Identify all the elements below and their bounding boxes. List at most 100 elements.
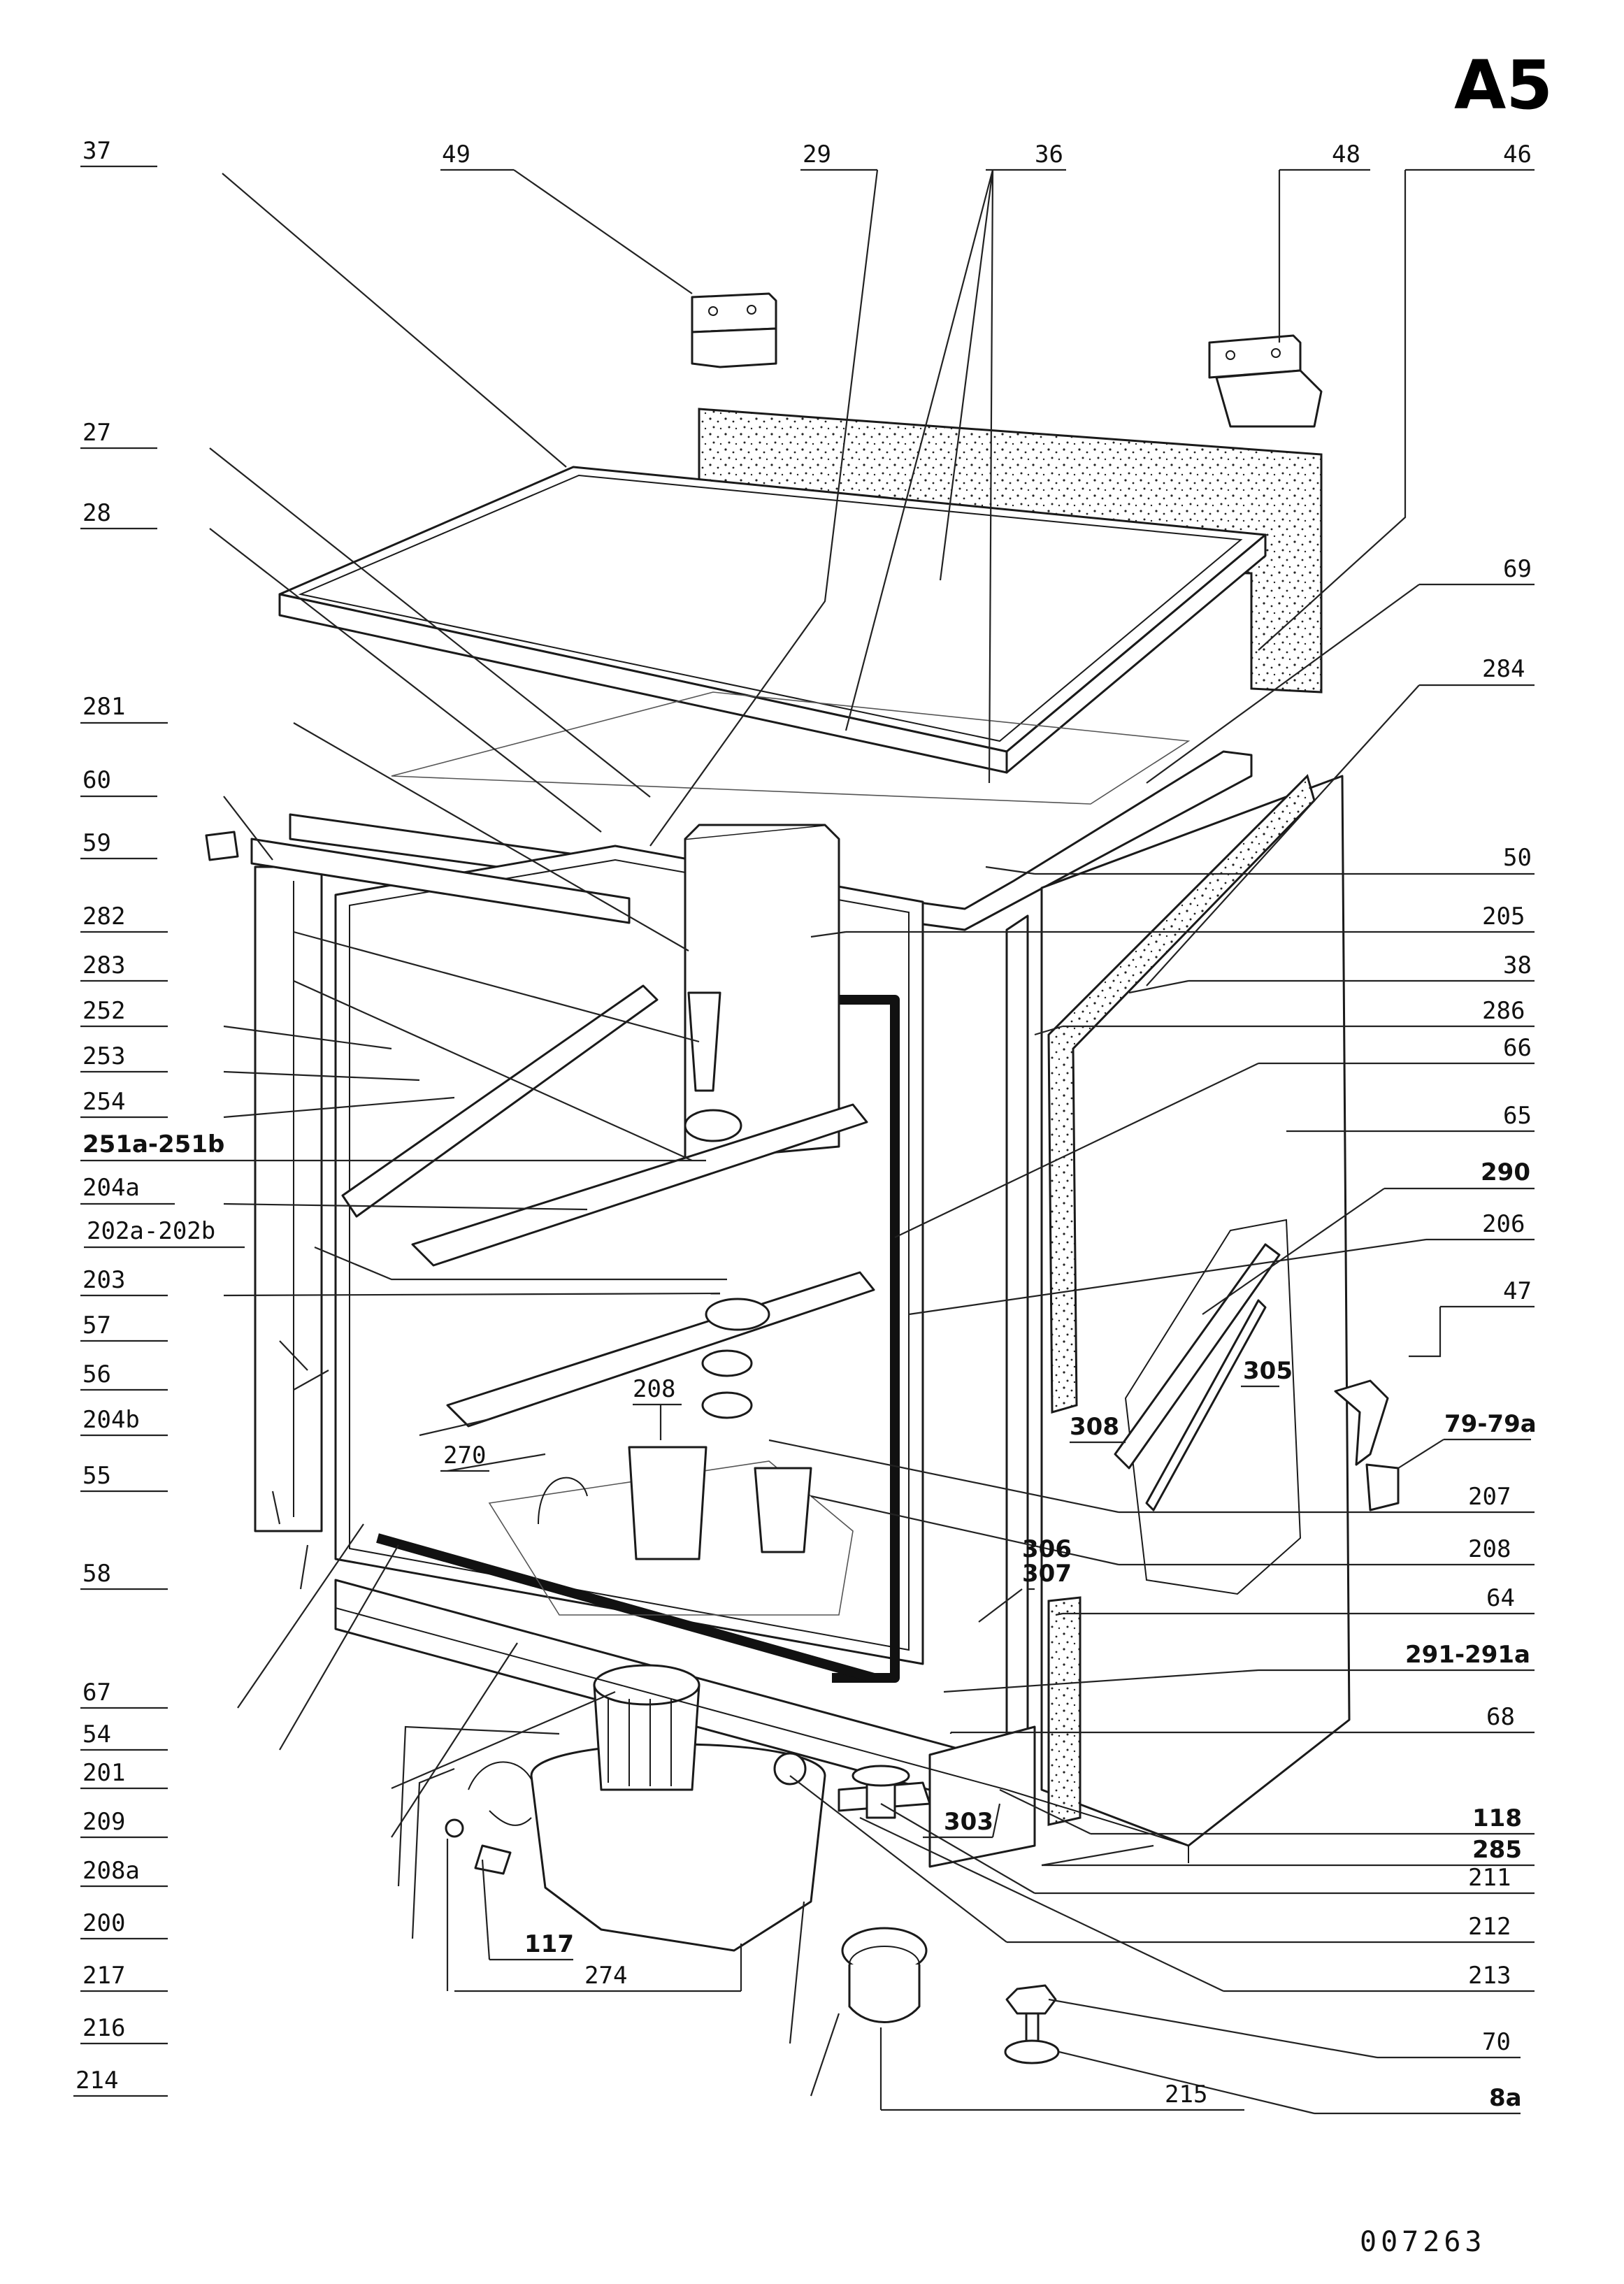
hinge-bracket-48 [1208,334,1323,428]
callout-215: 215 [1165,2081,1207,2109]
leader-line [209,447,651,798]
leader-line [1041,1844,1154,1867]
leader-line [271,1491,281,1525]
leader-line [279,1340,308,1371]
callout-118: 118 [1472,1804,1522,1832]
callout-204b: 204b [82,1406,140,1434]
callout-55: 55 [82,1462,111,1490]
callout-290: 290 [1481,1158,1530,1186]
callout-207: 207 [1468,1483,1511,1511]
leader-line [810,2013,840,2097]
cutaway-rail [1114,1219,1302,1595]
callout-70: 70 [1482,2028,1511,2056]
callout-216: 216 [82,2014,125,2042]
callout-28: 28 [82,499,111,527]
callout-308: 308 [1070,1413,1119,1441]
sheet-id: A5 [1454,46,1553,124]
callout-201: 201 [82,1759,125,1787]
callout-208-upper: 208 [633,1375,675,1403]
leader-line [299,1544,309,1590]
callout-67: 67 [82,1679,111,1707]
leader-line [293,931,700,1043]
callout-65: 65 [1503,1102,1532,1130]
document-number: 007263 [1360,2226,1486,2258]
leader-line [999,1789,1091,1834]
pump-parts [773,1725,1036,1868]
leader-line [391,1690,616,1790]
leader-line [880,1803,1035,1894]
leader-line [293,979,693,1162]
leader-line [789,1775,1007,1943]
part-drawings [205,292,1400,2064]
callout-8a: 8a [1489,2084,1522,2112]
callout-305: 305 [1243,1357,1293,1385]
leader-line [223,1025,392,1050]
callout-202: 202a-202b [87,1217,215,1245]
leader-line [223,1292,721,1297]
callout-37: 37 [82,137,111,165]
callout-254: 254 [82,1088,125,1116]
callout-49: 49 [442,141,470,168]
callout-285: 285 [1472,1836,1522,1864]
leader-line [279,1544,399,1751]
callout-117: 117 [524,1930,574,1958]
callout-27: 27 [82,419,111,447]
callout-68: 68 [1486,1703,1515,1731]
callout-59: 59 [82,829,111,857]
callout-217: 217 [82,1962,125,1990]
callout-291: 291-291a [1405,1641,1530,1669]
leader-line [293,1370,329,1391]
leader-line [859,1817,1224,1992]
callout-270: 270 [443,1442,486,1470]
callout-29: 29 [803,141,831,168]
callout-212: 212 [1468,1913,1511,1941]
leader-line [943,1669,1259,1693]
leader-line [419,1418,490,1437]
leader-line [397,1725,560,1887]
callout-54: 54 [82,1721,111,1748]
callout-57: 57 [82,1312,111,1339]
insulation-strip [1047,1596,1082,1826]
tub-bottom [488,1446,854,1616]
callout-283: 283 [82,951,125,979]
callout-253: 253 [82,1042,125,1070]
leader-line [209,528,602,833]
leader-line [810,931,847,938]
upper-spray-arm [411,824,868,1267]
leader-line [447,1453,546,1472]
callout-307: 307 [1022,1560,1072,1588]
callout-46: 46 [1503,141,1532,168]
leader-line [481,1859,491,1960]
callout-47: 47 [1503,1277,1532,1305]
callout-303: 303 [944,1808,993,1836]
callout-282: 282 [82,903,125,931]
leader-line [223,1096,455,1119]
leader-line [411,1767,455,1939]
callout-69: 69 [1503,555,1532,583]
callout-208-lower: 208 [1468,1535,1511,1563]
callout-leaders [73,165,1535,2115]
callout-66: 66 [1503,1034,1532,1062]
callout-214: 214 [76,2067,118,2095]
rack-rail [341,984,659,1218]
callout-213: 213 [1468,1962,1511,1990]
leader-line [391,1642,518,1838]
leader-line [1146,684,1420,986]
worktop [278,466,1267,774]
leader-line [1034,1025,1063,1036]
leader-line [293,722,689,951]
bottom-seal [376,1533,875,1683]
callout-204a: 204a [82,1174,140,1202]
leader-line [908,1238,1427,1316]
leader-line [894,1063,1259,1238]
leader-line [991,1803,1001,1838]
callout-36: 36 [1035,141,1063,168]
lower-spray-arm [446,1271,875,1428]
callout-286: 286 [1482,997,1525,1025]
leader-line [810,1495,1119,1566]
callout-60: 60 [82,766,111,794]
callout-205: 205 [1482,903,1525,931]
callout-38: 38 [1503,951,1532,979]
